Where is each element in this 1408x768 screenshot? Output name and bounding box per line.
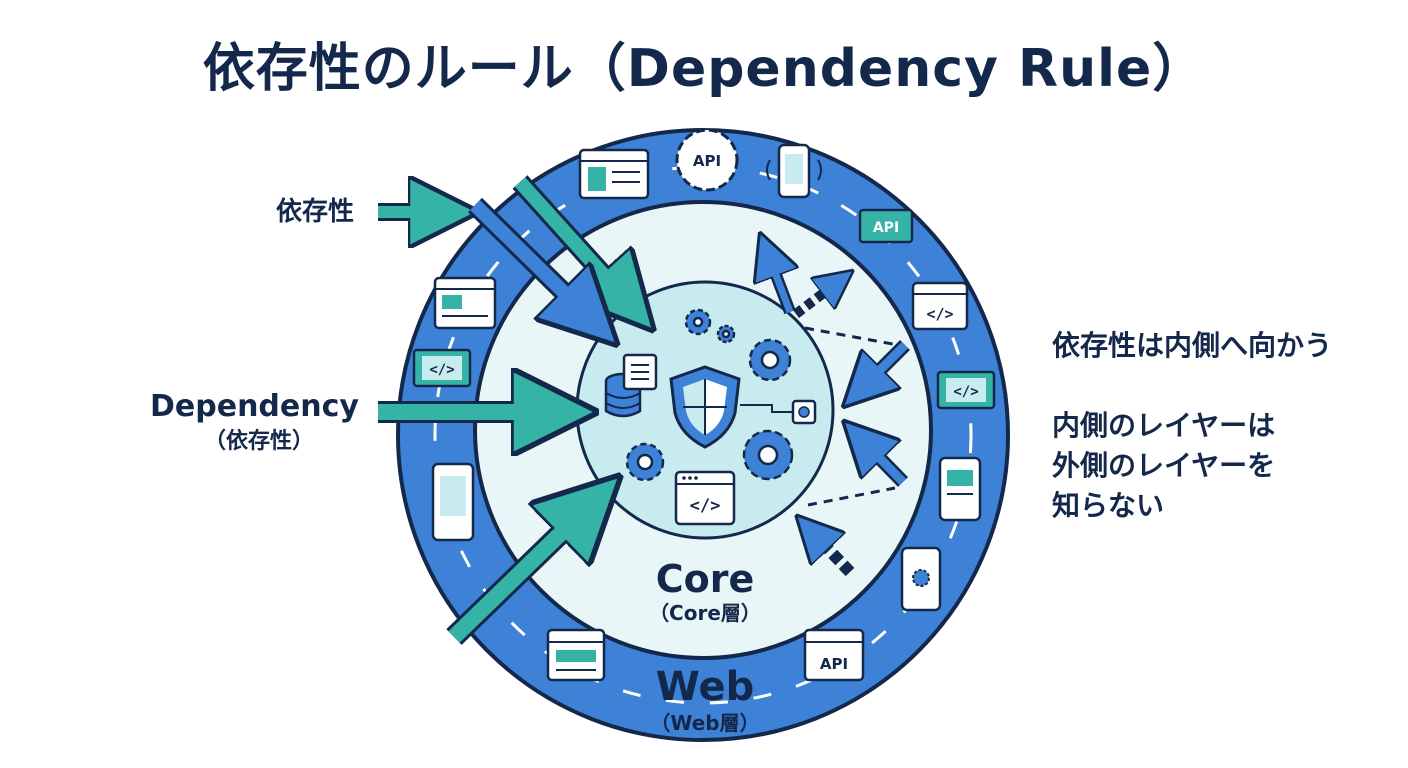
rule-line-2: 外側のレイヤーを [1052, 449, 1276, 482]
mobile-gear-icon [900, 546, 942, 612]
code-bill-icon-left: </> [412, 348, 472, 388]
mobile-icon-right [938, 456, 982, 522]
api-gear-text: API [693, 152, 721, 170]
dependency-label-top: 依存性 [276, 197, 355, 227]
code-icon-text: </> [690, 496, 721, 516]
web-sublabel: （Web層） [650, 711, 759, 735]
connector-node-icon [740, 399, 817, 425]
mobile-icon [766, 143, 822, 199]
code-bill-icon: </> [936, 370, 996, 410]
dependency-sublabel: （依存性） [204, 429, 315, 454]
api-window-icon: API [803, 628, 865, 682]
code-icon: </> [674, 470, 736, 526]
page-title: 依存性のルール（Dependency Rule） [202, 39, 1206, 99]
web-ring-dashes [433, 165, 973, 705]
browser-icon [578, 148, 650, 200]
web-label: Web [656, 664, 754, 710]
code-bill-text: </> [953, 384, 978, 400]
core-label: Core [656, 557, 755, 601]
gear-icon [625, 308, 794, 482]
mobile-icon-left [431, 462, 475, 542]
code-window-icon: </> [911, 281, 969, 331]
dependency-arrows [378, 175, 628, 645]
document-icon [622, 353, 658, 391]
money-api-icon: API [858, 208, 914, 244]
browser-icon-left [433, 276, 497, 330]
rule-statement: 依存性は内側へ向かう [1052, 329, 1333, 362]
dependency-label: Dependency [150, 389, 359, 424]
browser-icon-bottom [546, 628, 606, 682]
rule-line-3: 知らない [1052, 489, 1165, 522]
inward-arrows [768, 254, 910, 577]
core-sublabel: （Core層） [649, 601, 761, 625]
shield-icon [669, 365, 741, 449]
money-api-text: API [873, 220, 899, 236]
code-window-text: </> [926, 305, 953, 323]
code-bill-left-text: </> [429, 362, 454, 378]
rule-line-1: 内側のレイヤーは [1052, 409, 1276, 442]
api-window-text: API [820, 655, 848, 673]
api-gear-icon: API [675, 128, 739, 192]
